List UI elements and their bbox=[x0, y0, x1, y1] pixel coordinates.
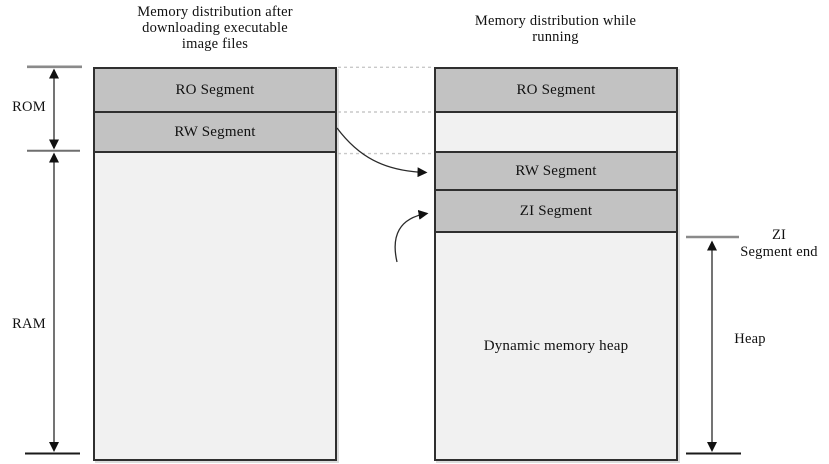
ram-label: RAM bbox=[12, 316, 46, 332]
right-rw-segment: RW Segment bbox=[436, 153, 676, 191]
left-title-line-1: Memory distribution after bbox=[137, 4, 293, 20]
heap-label: Heap bbox=[734, 331, 766, 347]
right-column-title: Memory distribution while running bbox=[434, 13, 677, 45]
zi-segment-end-label: ZI Segment end bbox=[729, 227, 829, 261]
left-ro-segment-label: RO Segment bbox=[175, 81, 255, 98]
right-heap-area: Dynamic memory heap bbox=[436, 233, 676, 459]
zi-segment-end-line-1: ZI bbox=[771, 227, 787, 243]
left-unused-ram-area bbox=[95, 153, 335, 459]
rw-relocation-arrow bbox=[336, 127, 428, 178]
left-title-line-2: downloading executable bbox=[142, 20, 288, 36]
right-zi-segment-label: ZI Segment bbox=[519, 202, 593, 219]
left-rw-segment: RW Segment bbox=[95, 113, 335, 153]
rom-label: ROM bbox=[12, 99, 46, 115]
right-title-line-1: Memory distribution while bbox=[474, 13, 637, 29]
left-column-title: Memory distribution after downloading ex… bbox=[93, 4, 337, 52]
zi-segment-end-line-2: Segment end bbox=[740, 244, 818, 260]
right-ro-segment: RO Segment bbox=[436, 69, 676, 113]
dynamic-memory-heap-label: Dynamic memory heap bbox=[483, 337, 629, 354]
right-title-line-2: running bbox=[532, 29, 579, 45]
right-ro-segment-label: RO Segment bbox=[516, 81, 596, 98]
zi-relocation-arrow bbox=[394, 209, 429, 263]
right-empty-area bbox=[436, 113, 676, 153]
left-rw-segment-label: RW Segment bbox=[174, 123, 256, 140]
memory-box-after-download: RO Segment RW Segment bbox=[93, 67, 337, 461]
left-title-line-3: image files bbox=[181, 36, 249, 52]
left-ro-segment: RO Segment bbox=[95, 69, 335, 113]
memory-box-while-running: RO Segment RW Segment ZI Segment Dynamic… bbox=[434, 67, 678, 461]
right-rw-segment-label: RW Segment bbox=[515, 162, 597, 179]
right-zi-segment: ZI Segment bbox=[436, 191, 676, 233]
